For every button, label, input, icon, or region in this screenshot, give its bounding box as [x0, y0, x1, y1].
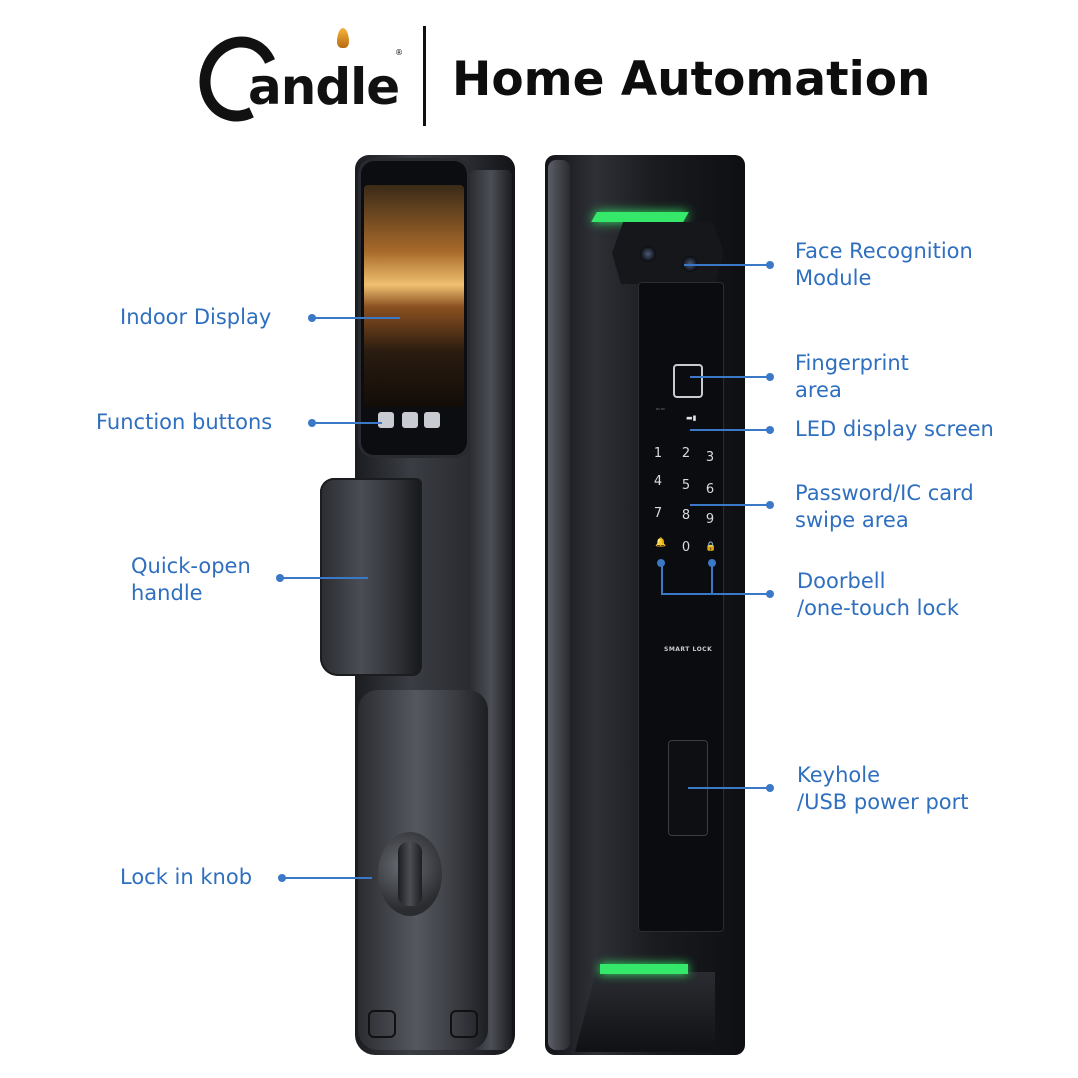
label-function-buttons: Function buttons — [96, 410, 273, 434]
leader-fingerprint-area — [690, 376, 772, 378]
key-8: 8 — [681, 508, 691, 523]
leader-quick-open-handle — [280, 577, 368, 579]
leader-face-recognition — [684, 264, 772, 266]
function-button-1 — [378, 412, 394, 428]
label-indoor-display: Indoor Display — [120, 305, 272, 329]
key-6: 6 — [705, 482, 715, 497]
leader-dot-quick-open-handle — [276, 574, 284, 582]
function-button-2 — [402, 412, 418, 428]
leader-function-buttons — [312, 422, 382, 424]
key-2: 2 — [681, 446, 691, 461]
label-face-recognition: Face Recognition Module — [795, 239, 973, 290]
screw-cover-left — [368, 1010, 396, 1038]
camera-lens-left — [640, 246, 656, 262]
label-keyhole: Keyhole /USB power port — [797, 763, 969, 814]
top-led-strip — [591, 212, 689, 222]
key-1: 1 — [653, 446, 663, 461]
indoor-display-screen — [364, 185, 464, 407]
label-fingerprint-area: Fingerprint area — [795, 351, 909, 402]
key-3: 3 — [705, 450, 715, 465]
doorbell-key-icon: 🔔 — [655, 538, 667, 548]
leader-lock-in-knob — [282, 877, 372, 879]
leader-dot-indoor-display — [308, 314, 316, 322]
flame-icon — [337, 28, 349, 48]
leader-dot-doorbell-right — [708, 559, 716, 567]
key-7: 7 — [653, 506, 663, 521]
label-password-ic: Password/IC card swipe area — [795, 481, 974, 532]
leader-doorbell — [661, 593, 772, 595]
label-quick-open-handle: Quick-open handle — [131, 554, 251, 605]
key-9: 9 — [705, 512, 715, 527]
fingerprint-sensor — [673, 364, 703, 398]
leader-dot-doorbell-left — [657, 559, 665, 567]
leader-indoor-display — [312, 317, 400, 319]
key-5: 5 — [681, 478, 691, 493]
bottom-led-strip — [600, 964, 688, 974]
header-divider — [423, 26, 426, 126]
brand-wordmark: andle — [248, 58, 400, 116]
label-lock-in-knob: Lock in knob — [120, 865, 253, 889]
screw-cover-right — [450, 1010, 478, 1038]
leader-doorbell-vertical-right — [711, 565, 713, 595]
leader-password-ic — [690, 504, 772, 506]
leader-dot-doorbell-end — [766, 590, 774, 598]
lock-knob-grip — [398, 842, 422, 906]
led-display-screen: ▭ ▭ ▬▮ — [656, 406, 697, 422]
outdoor-unit-edge — [548, 160, 570, 1050]
smart-lock-branding: SMART LOCK — [664, 646, 713, 653]
lock-key-icon: 🔒 — [705, 542, 717, 552]
function-buttons-group — [378, 412, 448, 430]
key-0: 0 — [681, 540, 691, 555]
outdoor-bottom-cap — [575, 972, 715, 1052]
leader-dot-password-ic — [766, 501, 774, 509]
registered-mark: ® — [395, 48, 403, 57]
keypad-grid: 1 2 3 4 5 6 7 8 9 🔔 0 🔒 — [648, 446, 724, 566]
label-led-display: LED display screen — [795, 417, 994, 441]
leader-dot-keyhole — [766, 784, 774, 792]
key-4: 4 — [653, 474, 663, 489]
function-button-3 — [424, 412, 440, 428]
leader-dot-fingerprint-area — [766, 373, 774, 381]
brand-logo: andle ® — [187, 25, 420, 134]
leader-dot-face-recognition — [766, 261, 774, 269]
leader-doorbell-vertical-left — [661, 565, 663, 595]
leader-keyhole — [688, 787, 772, 789]
leader-led-display — [690, 429, 772, 431]
leader-dot-led-display — [766, 426, 774, 434]
page-title: Home Automation — [452, 52, 931, 107]
face-recognition-panel — [612, 222, 724, 284]
leader-dot-function-buttons — [308, 419, 316, 427]
label-doorbell: Doorbell /one-touch lock — [797, 569, 960, 620]
leader-dot-lock-in-knob — [278, 874, 286, 882]
